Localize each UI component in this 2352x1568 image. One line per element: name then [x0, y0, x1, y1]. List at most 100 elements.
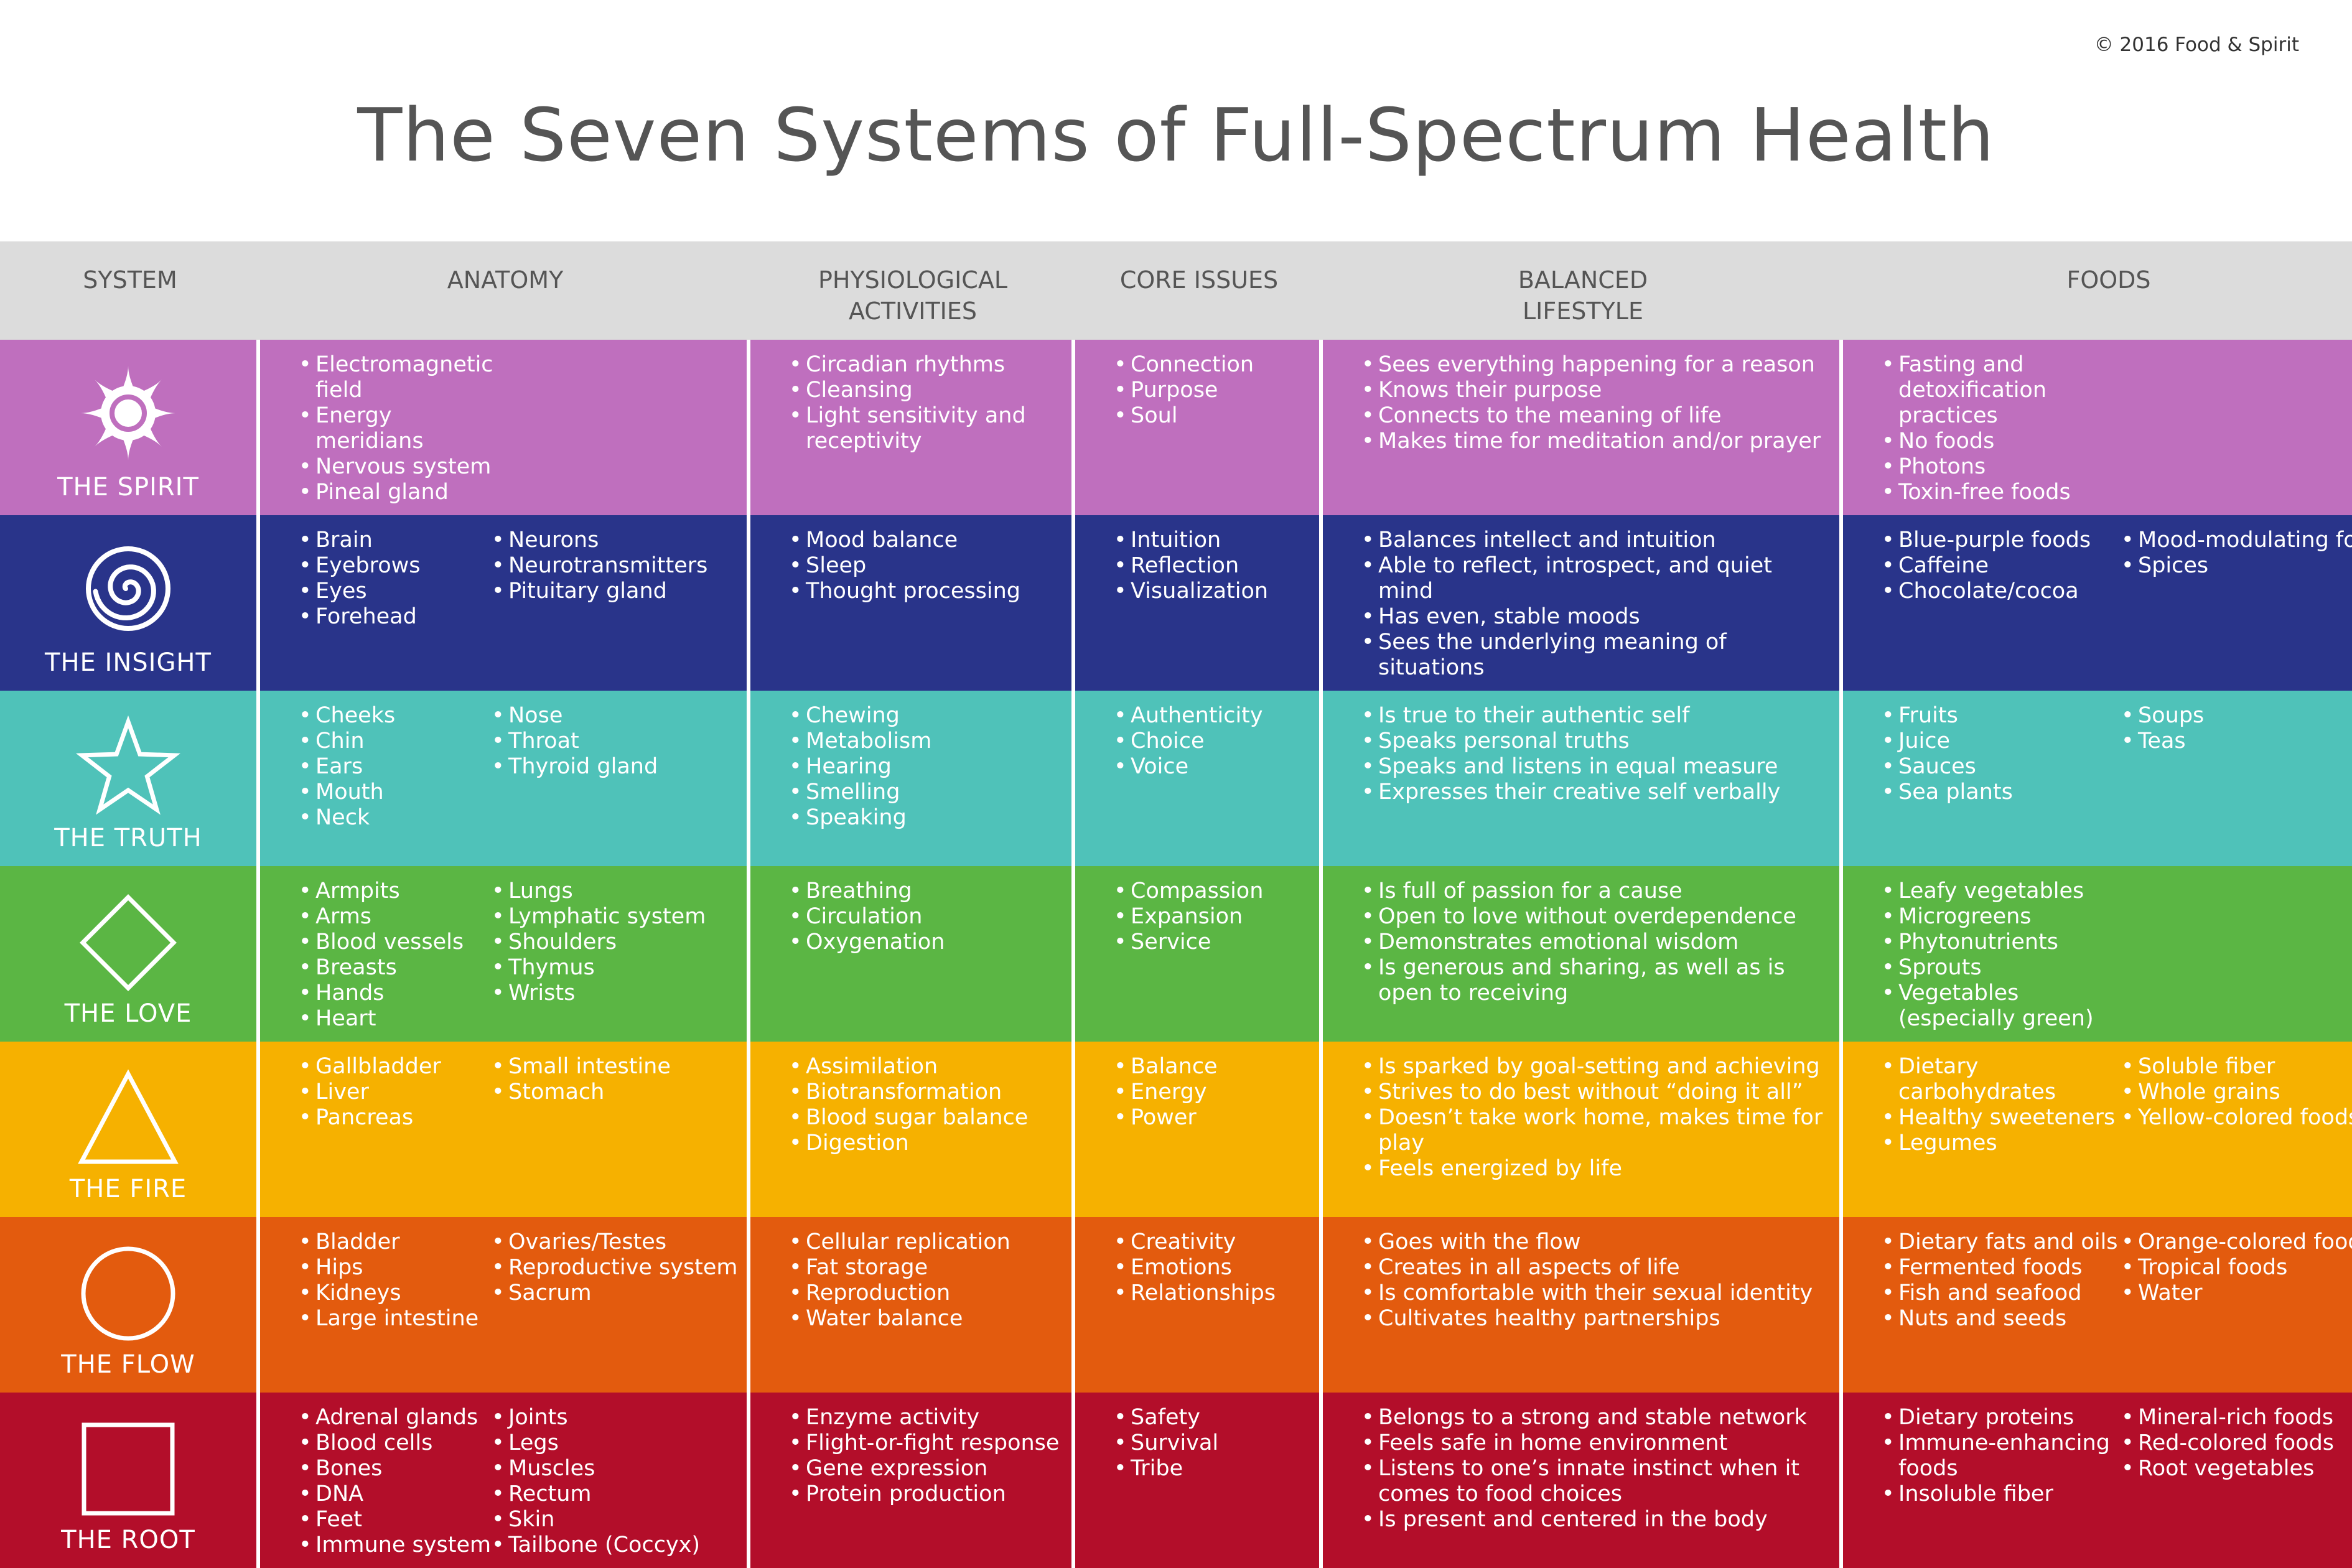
list-item: Blood sugar balance: [789, 1105, 1064, 1131]
list-item: Smelling: [789, 780, 1064, 805]
list-item: Neurons: [492, 528, 707, 553]
list-item: Sees everything happening for a reason: [1361, 352, 1832, 378]
list-item: Chewing: [789, 703, 1064, 729]
list-item: Goes with the flow: [1361, 1230, 1832, 1255]
star-icon: [75, 715, 181, 815]
list-item: Healthy sweeteners: [1882, 1105, 2121, 1131]
physiological-cell-root: Enzyme activityFlight-or-fight responseG…: [750, 1393, 1071, 1568]
list-item: Gene expression: [789, 1456, 1064, 1482]
list-column: Dietary carbohydratesHealthy sweetenersL…: [1882, 1054, 2121, 1217]
foods-cell-insight: Blue-purple foodsCaffeineChocolate/cocoa…: [1843, 515, 2352, 691]
list-item: Insoluble fiber: [1882, 1482, 2121, 1507]
list-item: Blood vessels: [299, 930, 492, 955]
list-item: Arms: [299, 904, 492, 930]
list-item: Sprouts: [1882, 955, 2121, 981]
list-item: Wrists: [492, 981, 706, 1006]
anatomy-cell-love: ArmpitsArmsBlood vesselsBreastsHandsHear…: [260, 866, 747, 1042]
bullet-list: Belongs to a strong and stable networkFe…: [1361, 1405, 1832, 1533]
list-item: Liver: [299, 1080, 492, 1105]
list-column: Electromagnetic fieldEnergy meridiansNer…: [299, 352, 493, 515]
bullet-list: CompassionExpansionService: [1114, 879, 1312, 955]
list-item: Service: [1114, 930, 1312, 955]
system-cell-fire: THE FIRE: [0, 1042, 256, 1217]
list-item: Lymphatic system: [492, 904, 706, 930]
list-item: Phytonutrients: [1882, 930, 2121, 955]
list-item: Speaking: [789, 805, 1064, 831]
bullet-list: Enzyme activityFlight-or-fight responseG…: [789, 1405, 1064, 1507]
list-column: GallbladderLiverPancreas: [299, 1054, 492, 1217]
list-item: Blue-purple foods: [1882, 528, 2121, 553]
header-anatomy: ANATOMY: [260, 241, 750, 340]
list-item: Creativity: [1114, 1230, 1312, 1255]
list-item: Leafy vegetables: [1882, 879, 2121, 904]
list-item: Expansion: [1114, 904, 1312, 930]
list-item: Open to love without overdependence: [1361, 904, 1832, 930]
list-item: Choice: [1114, 729, 1312, 754]
list-item: Protein production: [789, 1482, 1064, 1507]
list-column: Mineral-rich foodsRed-colored foodsRoot …: [2121, 1405, 2334, 1568]
list-column: Dietary proteinsImmune-enhancing foodsIn…: [1882, 1405, 2121, 1568]
triangle-icon: [78, 1069, 179, 1164]
list-item: Spices: [2121, 553, 2352, 579]
bullet-list: Is true to their authentic selfSpeaks pe…: [1361, 703, 1832, 805]
list-item: Rectum: [492, 1482, 700, 1507]
anatomy-cell-truth: CheeksChinEarsMouthNeckNoseThroatThyroid…: [260, 691, 747, 866]
list-item: Lungs: [492, 879, 706, 904]
bullet-list: Goes with the flowCreates in all aspects…: [1361, 1230, 1832, 1332]
list-item: Reflection: [1114, 553, 1312, 579]
list-item: Is true to their authentic self: [1361, 703, 1832, 729]
list-item: Expresses their creative self verbally: [1361, 780, 1832, 805]
list-item: Safety: [1114, 1405, 1312, 1430]
list-item: Throat: [492, 729, 658, 754]
list-item: Bladder: [299, 1230, 492, 1255]
list-item: Soups: [2121, 703, 2204, 729]
bullet-list: Balances intellect and intuitionAble to …: [1361, 528, 1832, 681]
core-cell-truth: AuthenticityChoiceVoice: [1075, 691, 1319, 866]
list-item: Water: [2121, 1281, 2352, 1306]
list-item: Mood-modulating foods: [2121, 528, 2352, 553]
bullet-list: Dietary fats and oilsFermented foodsFish…: [1882, 1230, 2121, 1332]
diamond-icon: [80, 894, 177, 991]
list-item: Legumes: [1882, 1131, 2121, 1156]
physiological-cell-love: BreathingCirculationOxygenation: [750, 866, 1071, 1042]
list-item: Chin: [299, 729, 492, 754]
list-item: Demonstrates emotional wisdom: [1361, 930, 1832, 955]
list-item: Mineral-rich foods: [2121, 1405, 2334, 1430]
list-item: Nuts and seeds: [1882, 1306, 2121, 1332]
bullet-list: BreathingCirculationOxygenation: [789, 879, 1064, 955]
page-title: The Seven Systems of Full-Spectrum Healt…: [357, 92, 1995, 178]
anatomy-cell-insight: BrainEyebrowsEyesForeheadNeuronsNeurotra…: [260, 515, 747, 691]
foods-cell-spirit: Fasting and detoxification practicesNo f…: [1843, 340, 2352, 515]
list-item: Fat storage: [789, 1255, 1064, 1281]
list-item: Belongs to a strong and stable network: [1361, 1405, 1832, 1430]
list-item: Toxin-free foods: [1882, 480, 2121, 505]
list-item: Blood cells: [299, 1430, 492, 1456]
bullet-list: Adrenal glandsBlood cellsBonesDNAFeetImm…: [299, 1405, 492, 1558]
list-item: Water balance: [789, 1306, 1064, 1332]
list-item: Legs: [492, 1430, 700, 1456]
physiological-cell-flow: Cellular replicationFat storageReproduct…: [750, 1217, 1071, 1393]
list-column: Dietary fats and oilsFermented foodsFish…: [1882, 1230, 2121, 1393]
system-cell-love: THE LOVE: [0, 866, 256, 1042]
bullet-list: BrainEyebrowsEyesForehead: [299, 528, 492, 630]
bullet-list: ArmpitsArmsBlood vesselsBreastsHandsHear…: [299, 879, 492, 1032]
list-item: Doesn’t take work home, makes time for p…: [1361, 1105, 1832, 1156]
core-cell-root: SafetySurvivalTribe: [1075, 1393, 1319, 1568]
list-item: Ovaries/Testes: [492, 1230, 738, 1255]
list-item: Joints: [492, 1405, 700, 1430]
list-item: Visualization: [1114, 579, 1312, 604]
list-item: Immune-enhancing foods: [1882, 1430, 2121, 1482]
copyright-notice: © 2016 Food & Spirit: [2094, 34, 2299, 56]
list-item: Fruits: [1882, 703, 2121, 729]
square-icon: [82, 1422, 175, 1516]
list-item: Breathing: [789, 879, 1064, 904]
list-item: Ears: [299, 754, 492, 780]
list-item: Armpits: [299, 879, 492, 904]
list-item: Tribe: [1114, 1456, 1312, 1482]
list-item: Circulation: [789, 904, 1064, 930]
system-cell-insight: THE INSIGHT: [0, 515, 256, 691]
lifestyle-cell-root: Belongs to a strong and stable networkFe…: [1323, 1393, 1839, 1568]
sun-icon: [81, 366, 175, 460]
bullet-list: GallbladderLiverPancreas: [299, 1054, 492, 1131]
